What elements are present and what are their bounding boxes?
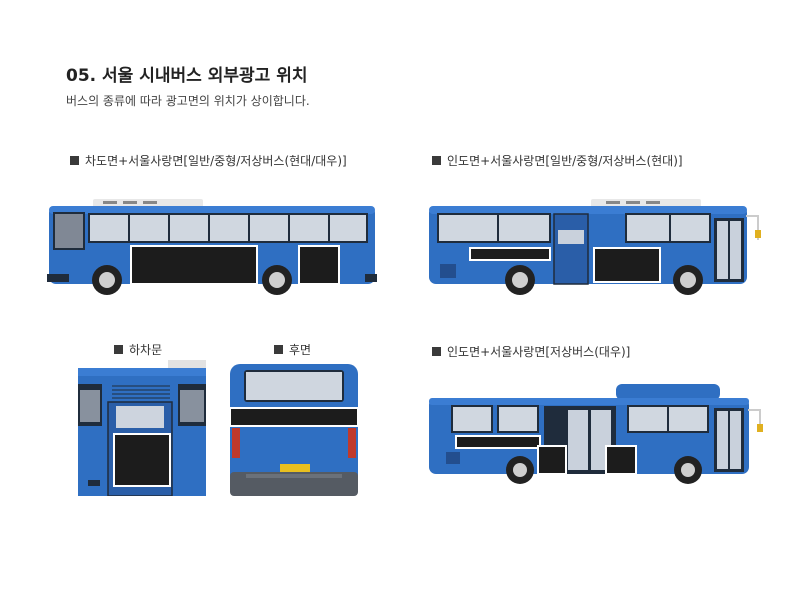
caption-text: 후면 — [289, 343, 312, 357]
ad-panel-seoul-love — [605, 445, 637, 475]
bullet-square-icon — [432, 156, 441, 165]
bullet-square-icon — [114, 345, 123, 354]
caption-text: 인도면+서울사랑면[저상버스(대우)] — [447, 345, 631, 359]
caption-side-sidewalk-hyundai: 인도면+서울사랑면[일반/중형/저상버스(현대)] — [432, 152, 683, 169]
caption-side-driver: 차도면+서울사랑면[일반/중형/저상버스(현대/대우)] — [70, 152, 347, 169]
ad-panel-rear — [229, 407, 359, 427]
caption-text: 차도면+서울사랑면[일반/중형/저상버스(현대/대우)] — [85, 154, 347, 168]
page-subtitle: 버스의 종류에 따라 광고면의 위치가 상이합니다. — [66, 94, 310, 108]
ad-panel-seoul-love — [298, 245, 340, 285]
page-title: 05. 서울 시내버스 외부광고 위치 — [66, 66, 308, 86]
caption-rear: 후면 — [274, 341, 311, 358]
bullet-square-icon — [274, 345, 283, 354]
bus-rear-image — [229, 364, 359, 496]
ad-panel-sidewalk-side — [455, 435, 541, 449]
caption-text: 인도면+서울사랑면[일반/중형/저상버스(현대)] — [447, 154, 683, 168]
bus-sidewalk-side-daewoo-image — [429, 384, 763, 484]
bullet-square-icon — [432, 347, 441, 356]
ad-panel-driver-side — [130, 245, 258, 285]
caption-text: 하차문 — [129, 343, 163, 357]
ad-panel-front-door — [537, 445, 567, 475]
ad-panel-rear-door — [113, 433, 171, 487]
bus-sidewalk-side-hyundai-image — [429, 199, 761, 295]
ad-panel-seoul-love — [593, 247, 661, 283]
bus-driver-side-image — [47, 199, 377, 295]
bus-rear-door-image — [78, 360, 206, 496]
caption-side-sidewalk-daewoo: 인도면+서울사랑면[저상버스(대우)] — [432, 343, 630, 360]
caption-rear-door: 하차문 — [114, 341, 162, 358]
bullet-square-icon — [70, 156, 79, 165]
ad-panel-sidewalk-side — [469, 247, 551, 261]
